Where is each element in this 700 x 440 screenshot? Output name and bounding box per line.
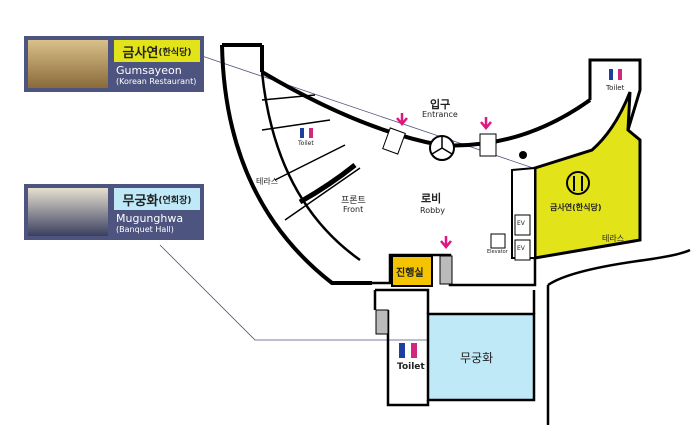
entrance-arrow-icon: [396, 113, 492, 249]
restaurant-map-label: 금사연(한식당): [550, 203, 602, 212]
banquet-card[interactable]: 무궁화(연회장) Mugunghwa (Banquet Hall): [24, 184, 204, 240]
banquet-hall[interactable]: [426, 312, 536, 402]
banquet-photo: [28, 188, 108, 236]
restaurant-area[interactable]: [533, 91, 642, 260]
leader-line-banquet: [159, 244, 460, 341]
door-icon: [479, 133, 497, 157]
banquet-type-en: (Banquet Hall): [116, 225, 174, 234]
lobby-label-ko: 로비: [421, 192, 442, 205]
restaurant-type-en: (Korean Restaurant): [116, 77, 197, 86]
entrance-label-en: Entrance: [422, 110, 458, 119]
banquet-name-en: Mugunghwa: [116, 212, 184, 225]
restaurant-photo: [28, 40, 108, 88]
restaurant-name-ko: 금사연: [122, 45, 159, 61]
toilet-label: Toilet: [606, 84, 625, 92]
toilet-icon: [300, 69, 622, 358]
elevator-label: Elevator: [487, 249, 508, 255]
ev-label: EV: [517, 245, 525, 252]
progress-room[interactable]: [391, 255, 433, 287]
entrance-label-ko: 입구: [430, 98, 451, 111]
toilet-label: Toilet: [397, 362, 425, 372]
banquet-map-label: 무궁화: [460, 351, 494, 365]
terrace-label-left: 테라스: [256, 177, 279, 186]
terrace-label-right: 테라스: [602, 234, 625, 243]
progress-room-label: 진행실: [396, 268, 424, 279]
door-icon: [382, 127, 406, 155]
lobby-label-en: Robby: [420, 206, 445, 215]
banquet-name-ko: 무궁화: [122, 193, 159, 209]
restaurant-icon: [566, 171, 590, 195]
banquet-type-ko: (연회장): [158, 195, 192, 206]
front-label-en: Front: [343, 205, 364, 214]
stairs-icon: [439, 255, 453, 285]
banquet-title: 무궁화(연회장): [114, 188, 200, 210]
toilet-label: Toilet: [298, 140, 314, 147]
restaurant-title: 금사연(한식당): [114, 40, 200, 62]
restaurant-card[interactable]: 금사연(한식당) Gumsayeon (Korean Restaurant): [24, 36, 204, 92]
ev-label: EV: [517, 220, 525, 227]
elevator-icon: [490, 233, 506, 249]
front-label-ko: 프론트: [341, 196, 366, 206]
restaurant-name-en: Gumsayeon: [116, 64, 182, 77]
restaurant-type-ko: (한식당): [158, 47, 192, 58]
